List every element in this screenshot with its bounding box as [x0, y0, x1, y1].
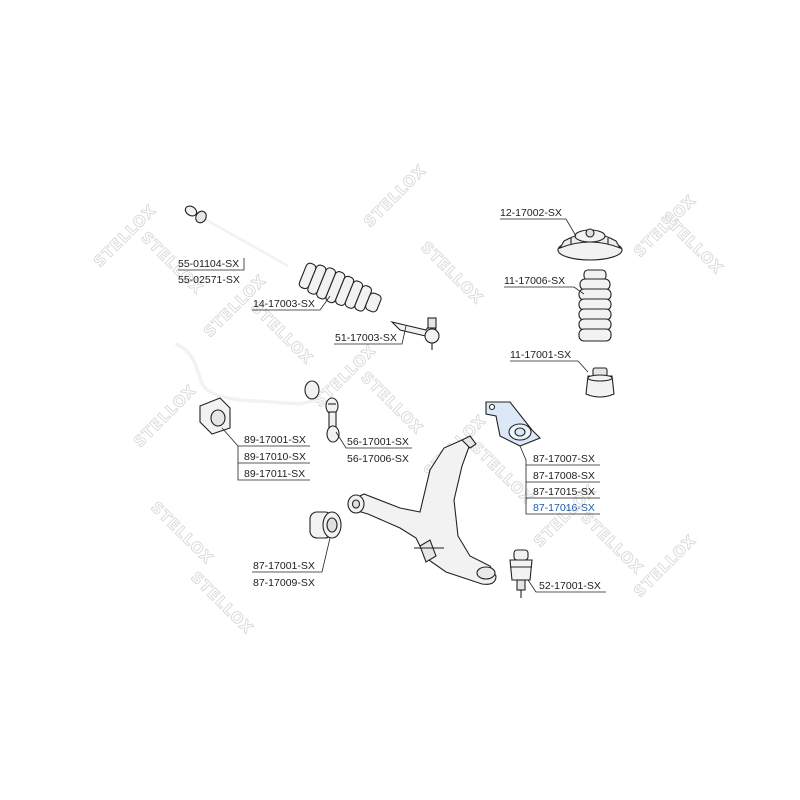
watermark: STELLOX STELLOX STELLOX STELLOX STELLOX … [90, 161, 728, 639]
part-code: 12-17002-SX [500, 207, 562, 219]
part-code: 89-17001-SX [244, 434, 306, 446]
watermark-text: STELLOX [130, 381, 200, 451]
part-code: 87-17015-SX [533, 486, 595, 498]
part-code: 52-17001-SX [539, 580, 601, 592]
part-code: 89-17010-SX [244, 451, 306, 463]
part-code: 11-17006-SX [504, 275, 565, 287]
ball-joint-label: 52-17001-SX [527, 579, 606, 593]
part-code: 51-17003-SX [335, 332, 397, 344]
stabilizer-bushing-label: 89-17001-SX 89-17010-SX 89-17011-SX [221, 427, 310, 481]
watermark-text: STELLOX [187, 568, 257, 638]
part-code: 87-17001-SX [253, 560, 315, 572]
bump-stop[interactable] [585, 367, 615, 398]
steering-boot-label: 14-17003-SX [252, 295, 331, 311]
stabilizer-bar [175, 342, 320, 406]
bump-stop-label: 11-17001-SX [510, 349, 589, 373]
watermark-text: STELLOX [657, 208, 727, 278]
control-arm-bushing-label: 87-17001-SX 87-17009-SX [252, 537, 331, 589]
stabilizer-link-label: 56-17001-SX 56-17006-SX [335, 431, 412, 465]
ball-joint[interactable] [509, 549, 533, 598]
strut-mount[interactable] [557, 228, 623, 261]
part-code: 56-17001-SX [347, 436, 409, 448]
watermark-text: STELLOX [357, 368, 427, 438]
control-arm-bracket[interactable] [485, 401, 541, 447]
control-arm-bushing[interactable] [309, 511, 342, 539]
lower-control-arm [347, 435, 497, 585]
part-code: 56-17006-SX [347, 453, 409, 465]
part-code: 87-17007-SX [533, 453, 595, 465]
watermark-text: STELLOX [360, 161, 430, 231]
tie-rod-end[interactable] [390, 317, 440, 350]
part-code: 14-17003-SX [253, 298, 315, 310]
part-code: 55-01104-SX [178, 258, 239, 270]
watermark-text: STELLOX [467, 438, 537, 508]
part-code: 87-17009-SX [253, 577, 315, 589]
strut-mount-label: 12-17002-SX [500, 207, 577, 237]
tie-rod-end-label: 51-17003-SX [334, 325, 407, 345]
part-code: 89-17011-SX [244, 468, 305, 480]
part-code: 55-02571-SX [178, 274, 240, 286]
stabilizer-link[interactable] [325, 397, 340, 443]
control-arm-bracket-label: 87-17007-SX 87-17008-SX 87-17015-SX 87-1… [519, 445, 600, 515]
dust-boot[interactable] [578, 269, 612, 342]
watermark-text: STELLOX [147, 498, 217, 568]
dust-boot-label: 11-17006-SX [504, 275, 585, 295]
tie-rod-label: 55-01104-SX 55-02571-SX [178, 258, 245, 286]
stabilizer-bushing[interactable] [199, 397, 231, 435]
watermark-text: STELLOX [577, 508, 647, 578]
steering-boot[interactable] [297, 259, 385, 319]
part-code: 87-17008-SX [533, 470, 595, 482]
watermark-text: STELLOX [417, 238, 487, 308]
tie-rod[interactable] [184, 204, 289, 268]
highlighted-part-code: 87-17016-SX [533, 502, 595, 514]
part-code: 11-17001-SX [510, 349, 571, 361]
